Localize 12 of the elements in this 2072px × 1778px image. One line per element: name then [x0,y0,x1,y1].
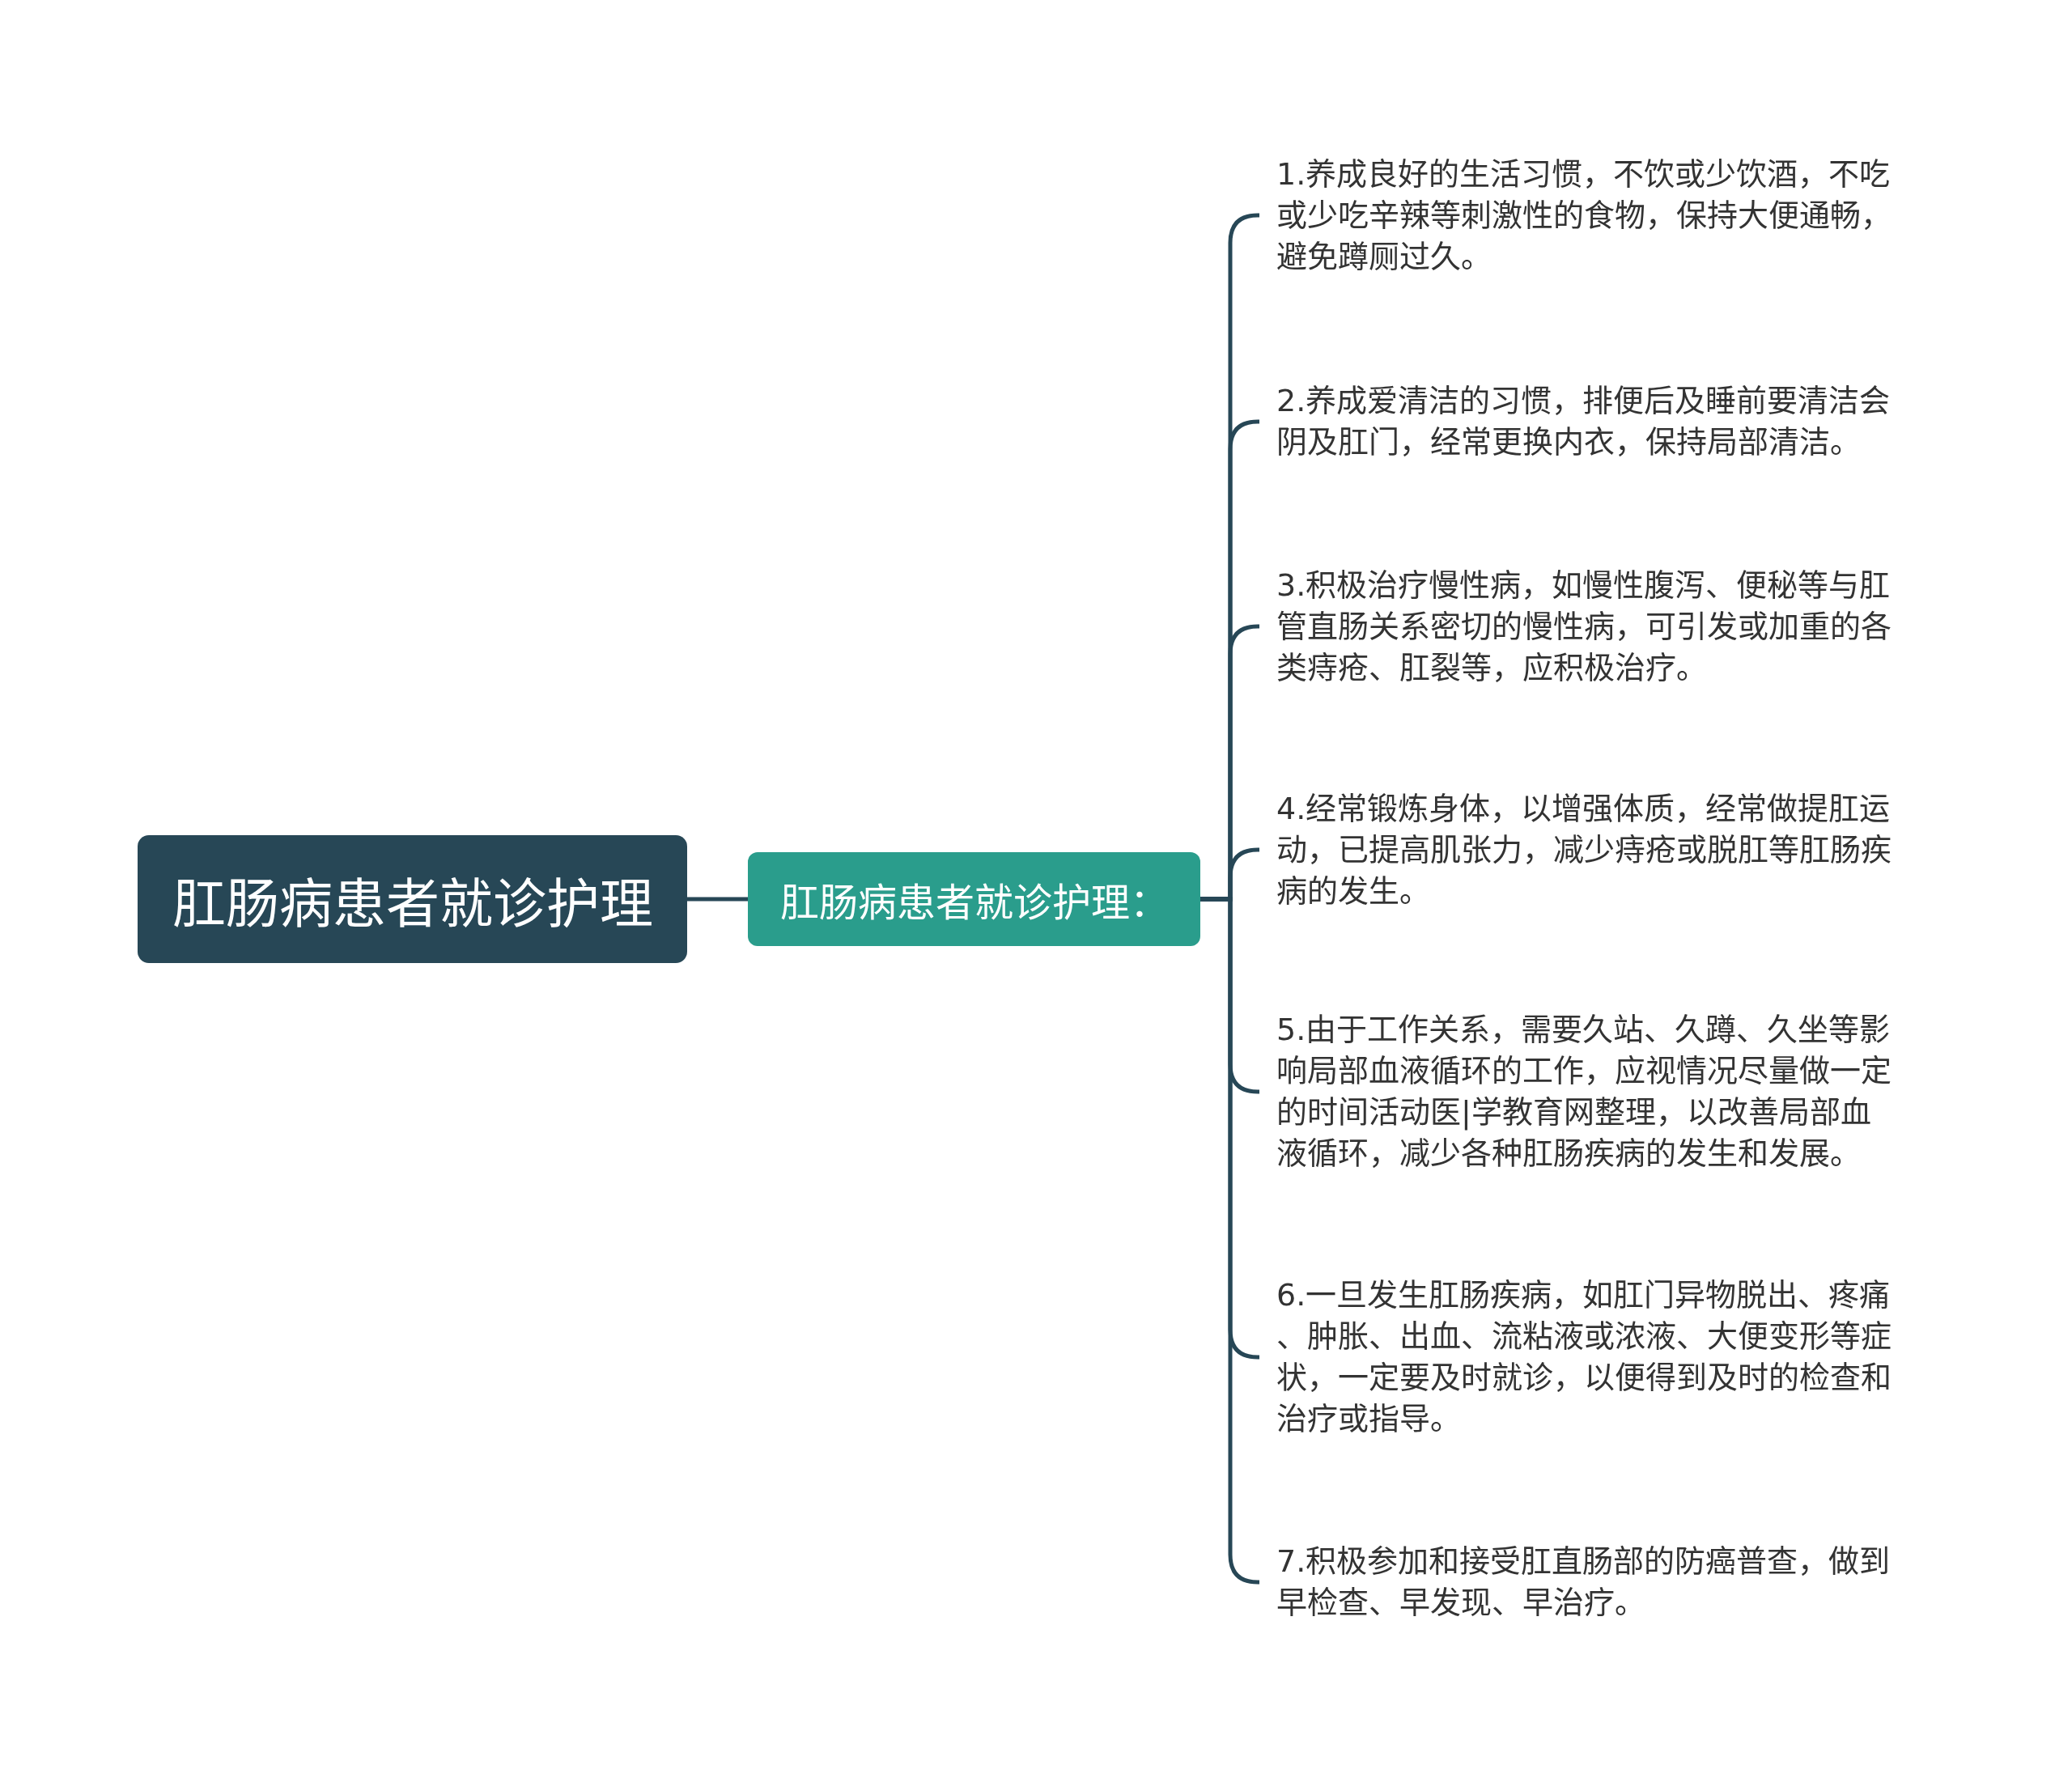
point-text: 7.积极参加和接受肛直肠部的防癌普查，做到早检查、早发现、早治疗。 [1276,1542,1892,1622]
point-text: 2.养成爱清洁的习惯，排便后及睡前要清洁会阴及肛门，经常更换内衣，保持局部清洁。 [1276,382,1892,461]
point-text: 3.积极治疗慢性病，如慢性腹泻、便秘等与肛管直肠关系密切的慢性病，可引发或加重的各类痔疮、肛裂等，应积极治疗。 [1276,566,1892,687]
point-text: 4.经常锻炼身体，以增强体质，经常做提肛运动，已提高肌张力，减少痔疮或脱肛等肛肠疾病的发生。 [1276,789,1892,910]
point-text: 6.一旦发生肛肠疾病，如肛门异物脱出、疼痛、肿胀、出血、流粘液或浓液、大便变形等症状，一定要及时就诊，以便得到及时的检查和治疗或指导。 [1276,1276,1892,1438]
root-topic-box [138,835,687,963]
point-text: 5.由于工作关系，需要久站、久蹲、久坐等影响局部血液循环的工作，应视情况尽量做一定的时间活动医|学教育网整理，以改善局部血液循环，减少各种肛肠疾病的发生和发展。 [1276,1011,1892,1173]
subtopic-title: 肛肠病患者就诊护理： [779,879,1169,927]
subtopic-box [748,852,1200,946]
connector-line [687,897,748,902]
topic-title: 肛肠病患者就诊护理 [172,872,653,937]
point-text: 1.养成良好的生活习惯，不饮或少饮酒，不吃或少吃辛辣等刺激性的食物，保持大便通畅，避免蹲厕过久。 [1276,155,1892,276]
